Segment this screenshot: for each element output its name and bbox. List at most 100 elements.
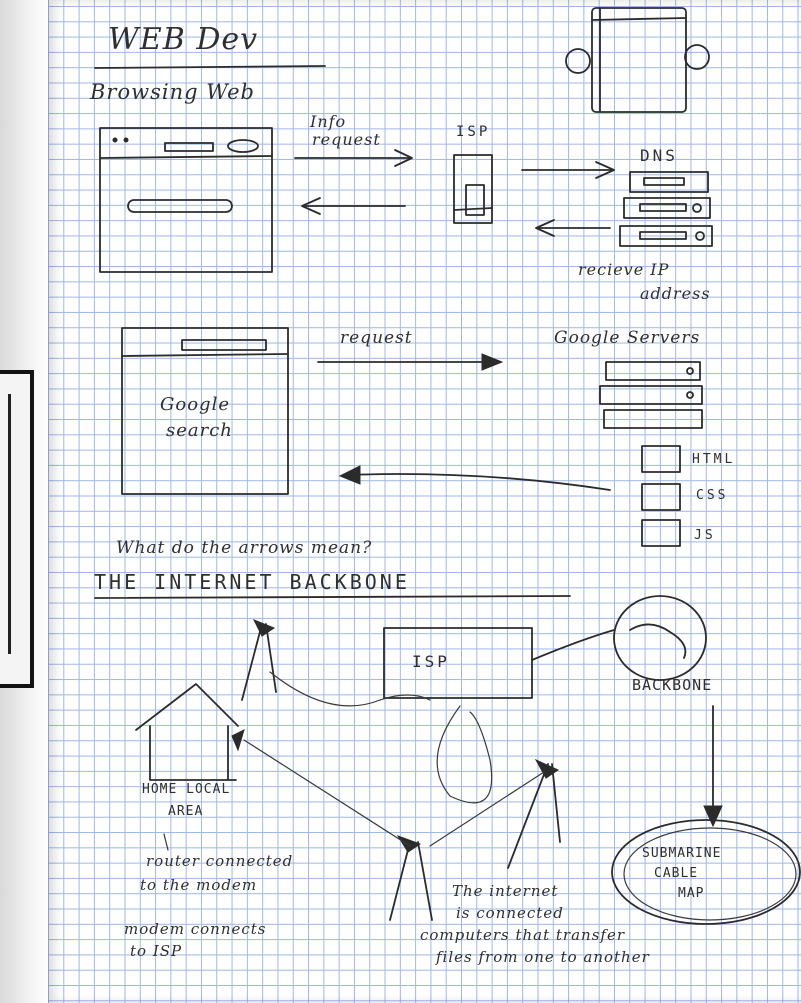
label-request-2: request [340,328,413,348]
isp-box-line [453,207,493,211]
dns-slot-1 [643,177,685,186]
browser2-frame [121,327,289,495]
google-led-2 [686,391,694,399]
google-server-2 [599,385,703,405]
grid-paper [48,0,801,1003]
browser1-dot-1 [112,137,118,143]
label-router-2: to the modem [140,876,258,894]
dns-server-3 [619,225,713,247]
arrow-to-dns-head [595,161,615,179]
label-submarine: SUBMARINE [642,846,722,861]
internet-def-2: is connected [456,904,564,922]
label-js: JS [694,528,716,543]
label-cable: CABLE [654,866,699,881]
binder-clip-inner [8,394,19,654]
isp-to-backbone-line [531,629,615,661]
device-left-knob [565,48,591,74]
label-css: CSS [696,488,729,503]
backbone-globe-continent [629,623,687,659]
browser1-frame [99,127,273,273]
tower-left-leg-2 [265,623,277,693]
label-search: search [166,420,233,441]
house-walls [149,725,237,781]
submarine-oval [611,819,801,925]
house-roof [135,683,239,731]
label-html: HTML [692,452,736,467]
arrow-response [344,473,611,491]
tower-bottom-leg-2 [417,841,433,921]
arrow-request-head [481,353,504,371]
label-modem-1: modem connects [124,920,267,938]
dns-led-2 [692,203,702,213]
label-isp-big: ISP [412,652,450,671]
browser1-dot-2 [123,137,129,143]
browser1-search-oval [227,139,259,153]
dns-server-stack [619,171,713,247]
file-icon-css [641,483,681,511]
dns-slot-2 [639,203,687,212]
tower-bottom-leg-1 [389,841,411,921]
google-server-3 [603,409,703,429]
tower-right [507,758,561,869]
device-sketch [565,7,710,113]
binder-clip [0,370,34,688]
label-area: AREA [168,804,204,819]
wire-tower-isp [269,671,431,707]
label-request-1: request [312,130,381,149]
label-google-servers: Google Servers [554,328,701,348]
home-arrow-tick [163,833,169,851]
tower-right-leg-2 [551,763,561,843]
tower-left [241,619,277,701]
tower-right-dish [534,758,560,779]
browser2-address-bar [181,339,267,351]
label-backbone: BACKBONE [632,676,713,694]
device-right-knob [684,44,710,70]
browser1-address-bar [164,142,214,152]
backbone-heading-underline [94,595,571,599]
backbone-globe [613,595,707,681]
arrow-from-dns-head [535,219,555,237]
dns-server-1 [629,171,709,193]
label-receive-ip: recieve IP [578,260,670,279]
file-icon-html [641,445,681,473]
isp-big-box [383,627,533,699]
label-map: MAP [678,886,705,901]
house-dish [231,729,245,752]
internet-def-3: computers that transfer [420,926,625,944]
dns-led-3 [695,231,705,241]
label-isp-small: ISP [456,124,491,140]
label-router-1: router connected [146,852,294,870]
google-server-1 [605,361,701,381]
wire-tower-tower [429,771,545,847]
tower-bottom [389,835,433,921]
title-underline [94,65,326,69]
wire-isp-tower [436,705,493,804]
heading-internet-backbone: THE INTERNET BACKBONE [94,570,410,594]
arrow-backbone-down-head [703,805,723,828]
isp-small-box [453,154,493,224]
label-address: address [640,284,711,303]
dns-server-2 [623,197,711,219]
tower-right-leg-1 [507,763,549,869]
internet-def-1: The internet [452,882,559,900]
submarine-oval-inner [623,827,797,921]
question-arrows: What do the arrows mean? [116,538,373,558]
arrow-back-to-browser-head [301,197,321,215]
tower-bottom-dish [396,835,422,853]
browser-window-2 [121,327,289,495]
label-home-local: HOME LOCAL [142,782,231,797]
arrow-response-head [338,465,361,485]
wire-home-tower [243,739,411,847]
home-house [135,683,245,781]
label-google: Google [160,394,230,415]
label-dns: DNS [640,146,678,165]
browser1-search-box [127,199,233,213]
browser2-toolbar-line [121,353,289,357]
google-led-1 [686,367,694,375]
isp-box-frame [453,154,493,224]
label-info: Info [310,112,347,131]
device-body [591,7,687,113]
internet-def-4: files from one to another [436,948,650,966]
